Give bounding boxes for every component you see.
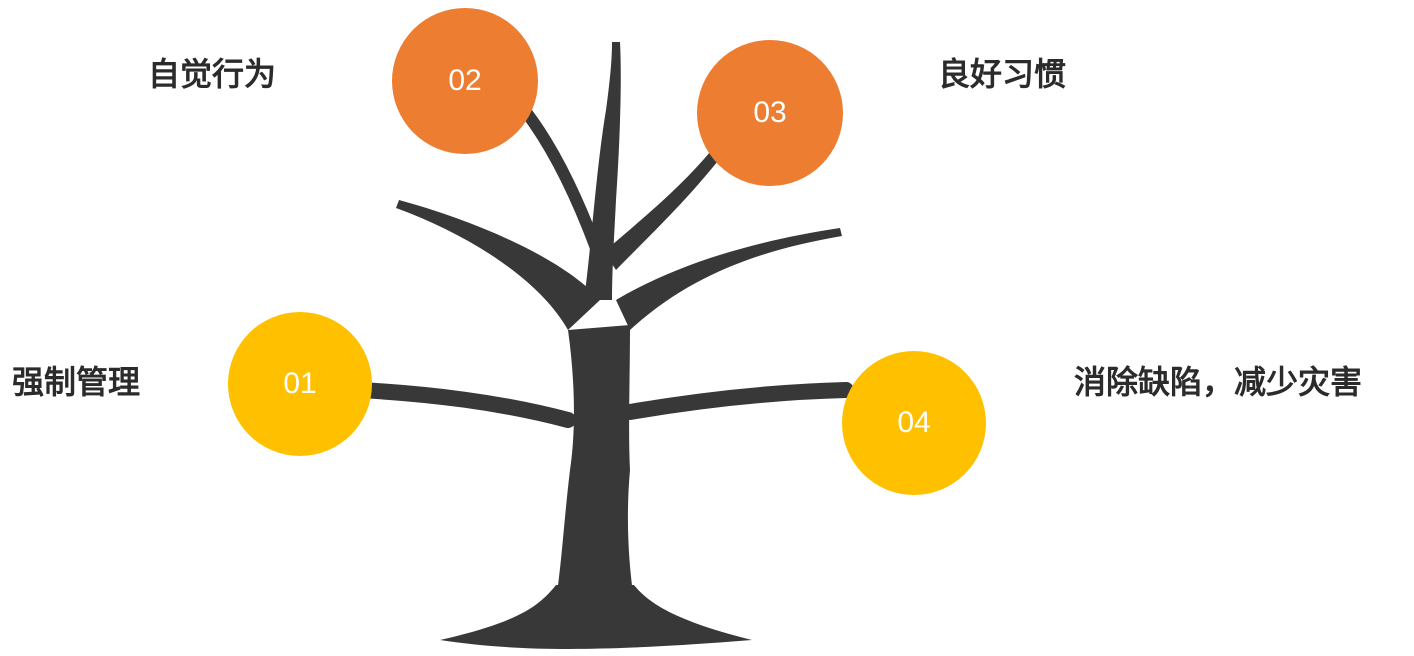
branch-left-upper [396, 200, 600, 330]
branch-to-01 [352, 382, 576, 428]
node-04: 04 [842, 351, 986, 495]
node-02-number: 02 [448, 64, 482, 97]
node-01: 01 [228, 312, 372, 456]
label-01: 强制管理 [12, 363, 141, 401]
node-04-number: 04 [897, 406, 931, 439]
tree-trunk [556, 325, 634, 600]
tree-base [440, 585, 752, 649]
node-02: 02 [392, 8, 538, 154]
branch-to-04 [622, 382, 854, 420]
label-04: 消除缺陷，减少灾害 [1074, 363, 1363, 401]
label-02: 自觉行为 [148, 55, 277, 93]
branch-to-02 [520, 106, 602, 254]
node-03: 03 [697, 40, 843, 186]
branch-right-upper [616, 228, 842, 330]
node-03-number: 03 [753, 96, 787, 129]
label-03: 良好习惯 [938, 55, 1067, 93]
node-01-number: 01 [283, 367, 317, 400]
branch-to-03 [604, 140, 728, 270]
